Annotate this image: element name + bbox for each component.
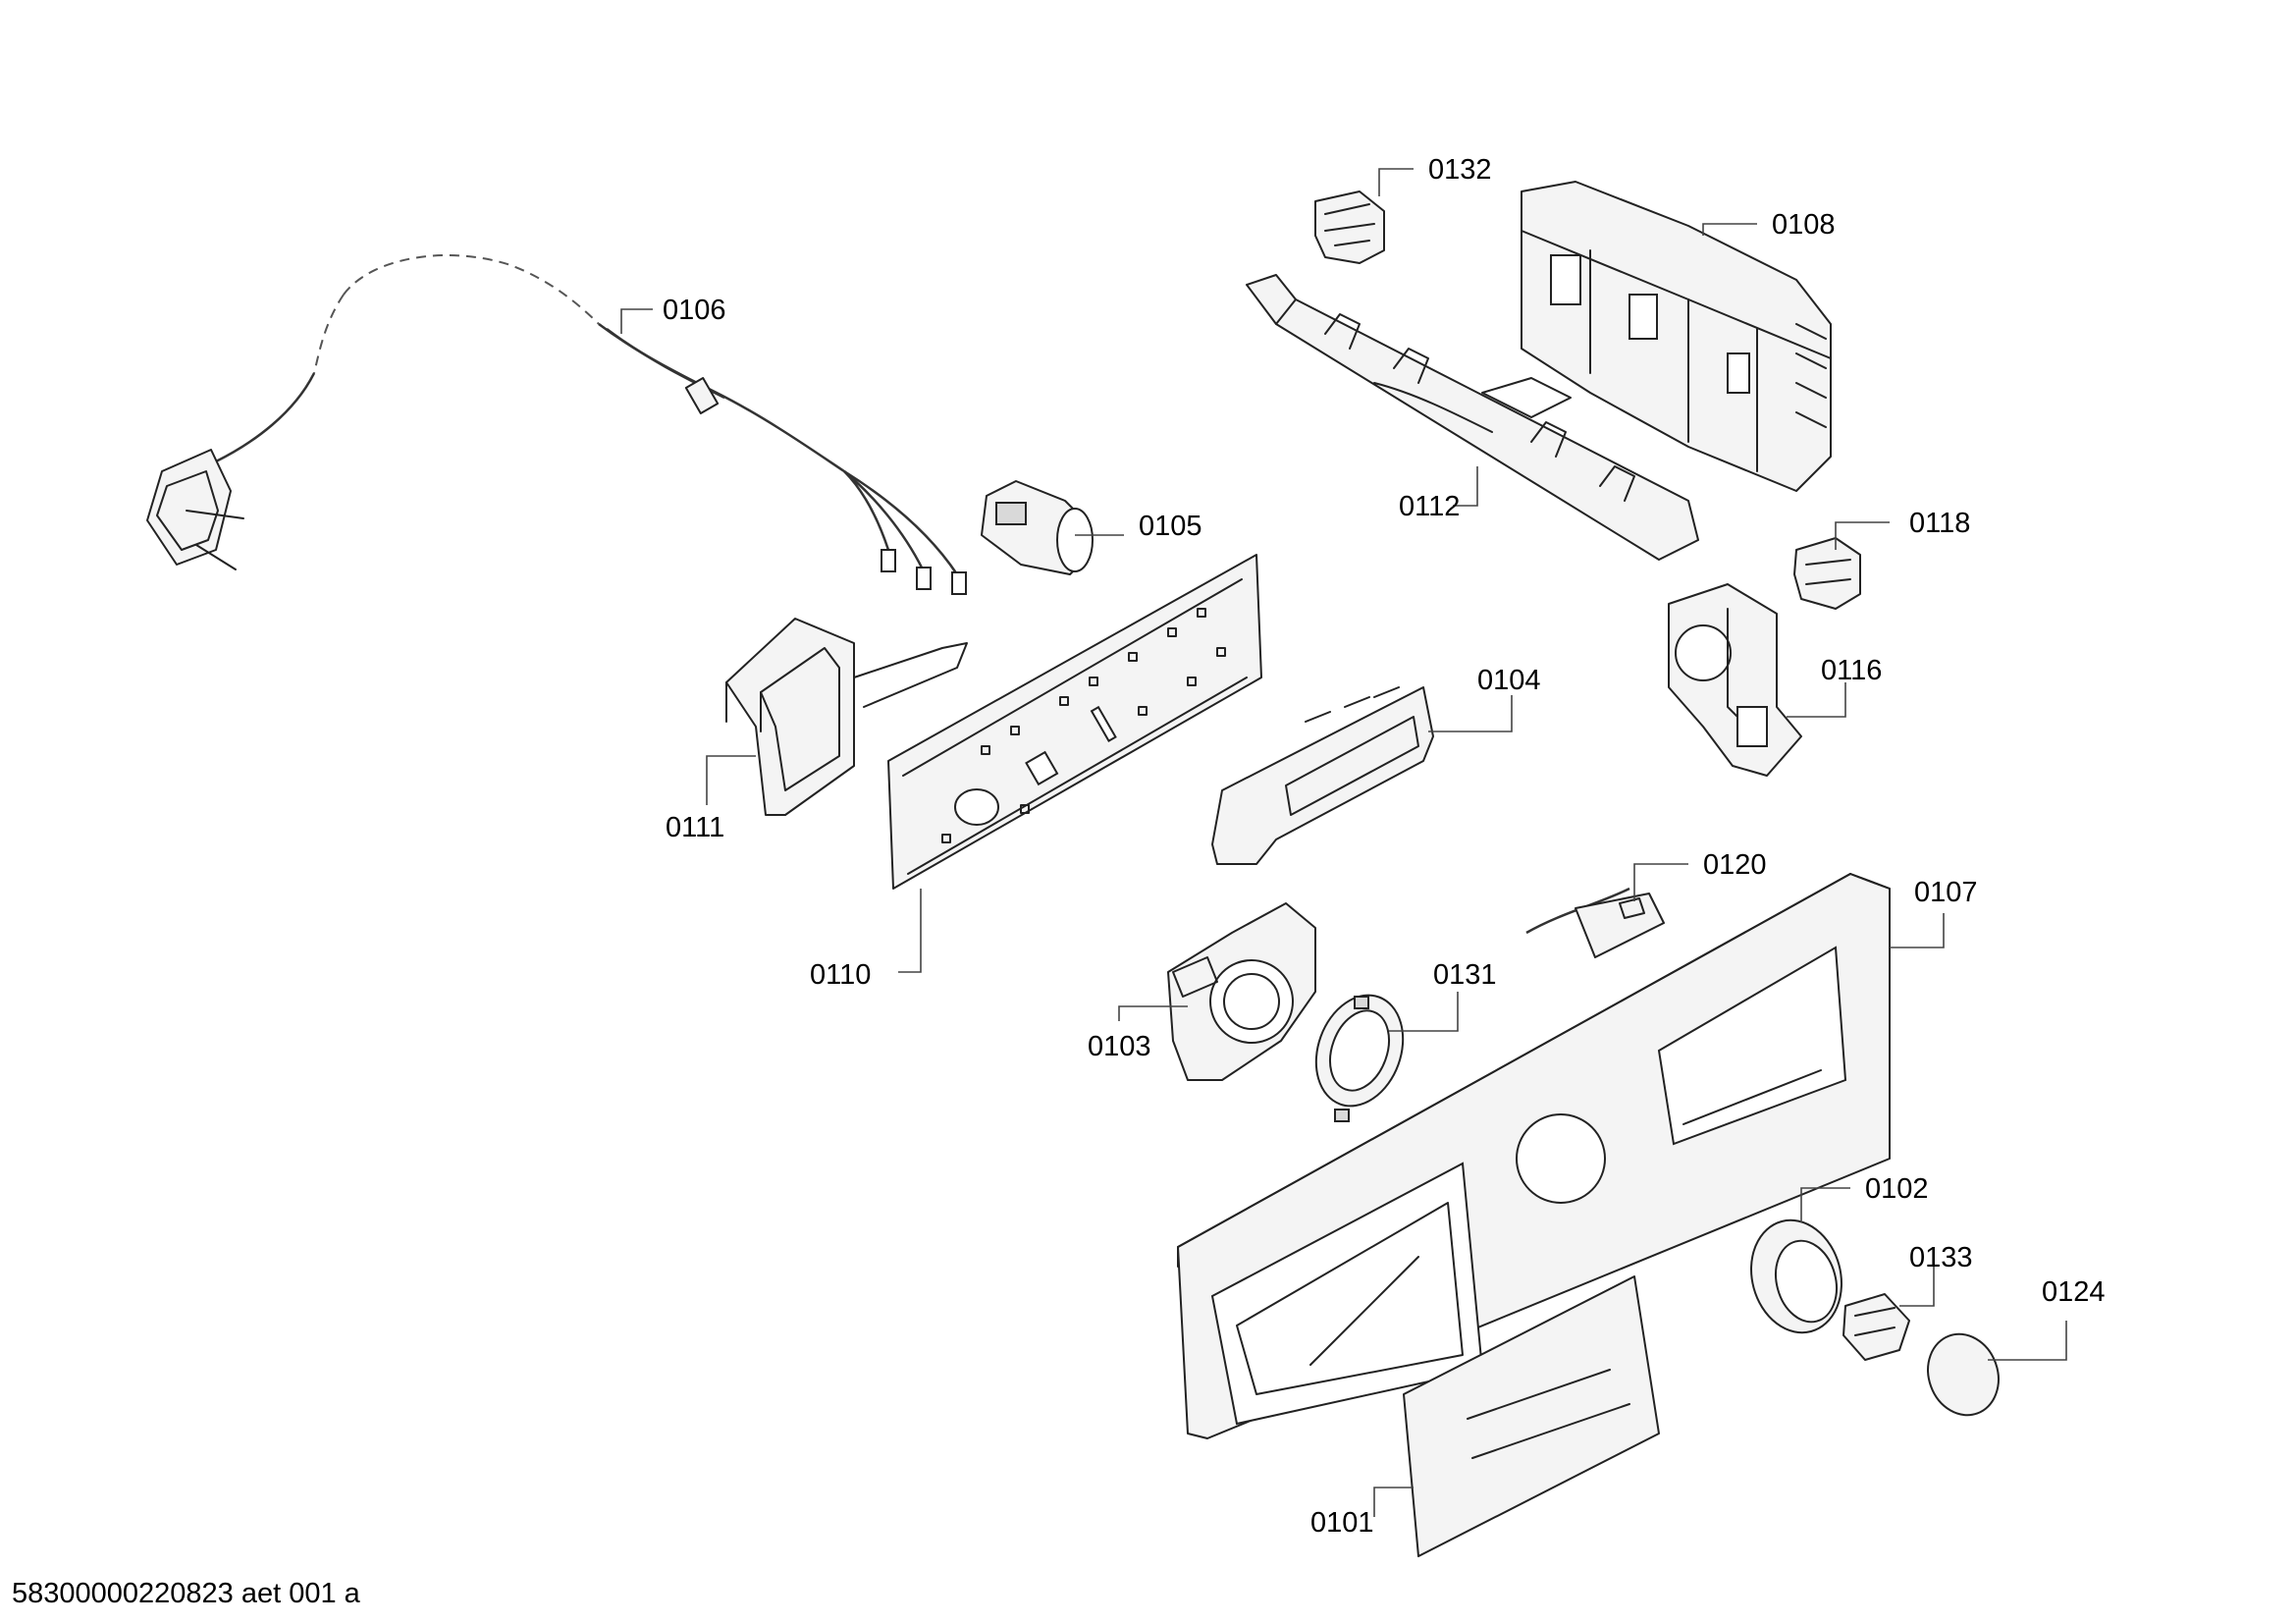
callout-0110: 0110 — [810, 959, 871, 991]
callout-0105: 0105 — [1139, 511, 1202, 542]
part-0112-mounting-rail[interactable] — [1246, 274, 1699, 561]
part-0116-bracket[interactable] — [1668, 583, 1802, 777]
part-0124-cap[interactable] — [1917, 1325, 2010, 1426]
callout-labels: 0132 0108 0106 0112 0105 0118 0104 0116 … — [663, 154, 2106, 1539]
callout-0112: 0112 — [1399, 491, 1460, 522]
part-0101-drawer-handle[interactable] — [1403, 1275, 1660, 1557]
leader-lines — [620, 168, 2067, 1517]
part-0133-knob-core[interactable] — [1842, 1293, 1910, 1361]
part-0118-connector[interactable] — [1793, 537, 1861, 610]
part-0104-display-bracket[interactable] — [1211, 686, 1434, 865]
part-0107-front-panel[interactable] — [1177, 873, 1891, 1439]
part-0111-frame-bracket[interactable] — [725, 618, 968, 816]
callout-0132: 0132 — [1428, 154, 1492, 186]
part-0108-control-module[interactable] — [1521, 181, 1832, 492]
part-0120-sensor[interactable] — [1525, 887, 1665, 958]
callout-0107: 0107 — [1914, 877, 1978, 908]
part-0131-ring[interactable] — [1302, 983, 1418, 1122]
callout-0104: 0104 — [1477, 665, 1541, 696]
callout-0133: 0133 — [1909, 1242, 1973, 1273]
part-0106-power-cable[interactable] — [146, 254, 967, 595]
part-0102-knob-ring[interactable] — [1739, 1210, 1854, 1342]
callout-0124: 0124 — [2042, 1276, 2106, 1308]
part-0110-pcb[interactable] — [887, 554, 1262, 890]
callout-0108: 0108 — [1772, 209, 1836, 241]
callout-0102: 0102 — [1865, 1173, 1929, 1205]
callout-0120: 0120 — [1703, 849, 1767, 881]
part-0132-connector[interactable] — [1314, 190, 1385, 264]
part-0105-capacitor[interactable] — [981, 480, 1094, 575]
callout-0131: 0131 — [1433, 959, 1497, 991]
callout-0103: 0103 — [1088, 1031, 1151, 1062]
callout-0118: 0118 — [1909, 508, 1970, 539]
drawing-code: 58300000220823 aet 001 a — [12, 1578, 361, 1609]
callout-0116: 0116 — [1821, 655, 1882, 686]
part-0103-selector-housing[interactable] — [1167, 902, 1316, 1081]
callout-0101: 0101 — [1310, 1507, 1374, 1539]
callout-0111: 0111 — [666, 812, 724, 843]
callout-0106: 0106 — [663, 295, 726, 326]
